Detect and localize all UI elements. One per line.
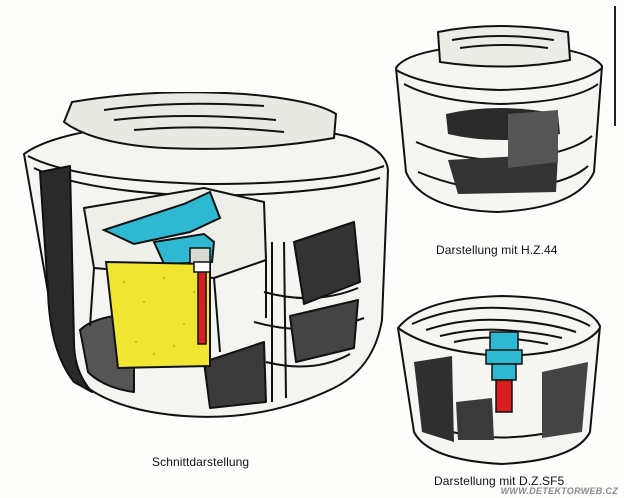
watermark: WWW.DETEKTORWEB.CZ	[500, 486, 618, 496]
caption-dzsf5: Darstellung mit D.Z.SF5	[434, 474, 565, 488]
caption-cutaway: Schnittdarstellung	[152, 455, 250, 469]
caption-hz44: Darstellung mit H.Z.44	[436, 243, 558, 257]
mine-cutaway-illustration	[23, 92, 389, 418]
dzsf5-illustration	[397, 295, 601, 465]
edge-line	[614, 6, 616, 126]
hz44-illustration	[395, 25, 603, 213]
